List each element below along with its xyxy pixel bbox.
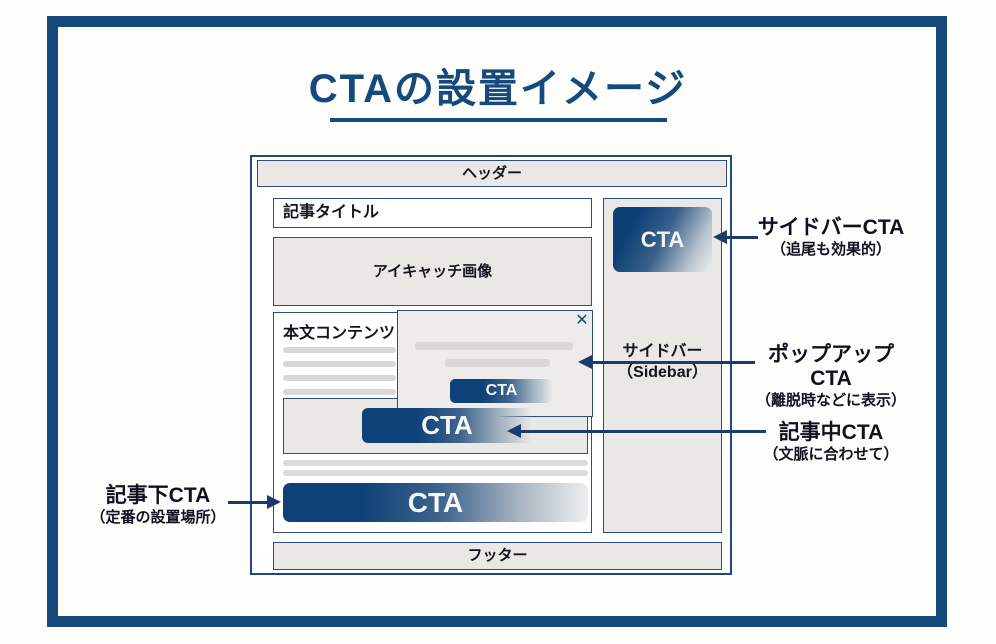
below-article-cta-button: CTA xyxy=(283,483,588,522)
below-article-cta-arrow-line xyxy=(228,501,268,504)
annotation-label: ポップアップCTA xyxy=(768,343,894,390)
sidebar-label: サイドバー （Sidebar） xyxy=(603,341,722,383)
annotation-sidebar-cta: サイドバーCTA （追尾も効果的） xyxy=(750,216,912,260)
sidebar-cta-arrow-line xyxy=(726,236,758,239)
annotation-note: （文脈に合わせて） xyxy=(763,446,899,463)
body-content-label: 本文コンテンツ xyxy=(283,325,396,342)
text-placeholder-line xyxy=(283,361,396,367)
outer-border-frame xyxy=(47,16,947,627)
in-article-cta-arrow-line xyxy=(520,430,766,433)
arrow-left-icon xyxy=(713,230,727,244)
text-placeholder-line xyxy=(283,347,396,353)
annotation-label: 記事下CTA xyxy=(105,484,211,507)
in-article-cta-button: CTA xyxy=(362,408,532,443)
arrow-left-icon xyxy=(507,424,521,438)
sidebar-label-en: （Sidebar） xyxy=(617,364,708,381)
annotation-label: サイドバーCTA xyxy=(757,216,905,239)
title-underline xyxy=(330,118,667,122)
text-placeholder-line xyxy=(283,470,588,476)
article-title-box: 記事タイトル xyxy=(273,198,592,228)
text-placeholder-line xyxy=(283,375,396,381)
sidebar-label-jp: サイドバー xyxy=(622,343,703,360)
annotation-note: （定番の設置場所） xyxy=(90,509,226,526)
diagram-title: CTAの設置イメージ xyxy=(308,67,688,111)
arrow-right-icon xyxy=(267,495,281,509)
annotation-label: 記事中CTA xyxy=(778,421,884,444)
popup-text-placeholder-line xyxy=(415,342,573,350)
annotation-note: （離脱時などに表示） xyxy=(755,392,906,409)
text-placeholder-line xyxy=(283,389,396,395)
popup-cta-arrow-line xyxy=(591,361,755,364)
annotation-note: （追尾も効果的） xyxy=(770,241,891,258)
sidebar-cta-button: CTA xyxy=(613,207,712,272)
annotation-in-article-cta: 記事中CTA （文脈に合わせて） xyxy=(752,421,910,465)
text-placeholder-line xyxy=(283,460,588,466)
popup-text-placeholder-line xyxy=(445,359,550,367)
annotation-popup-cta: ポップアップCTA （離脱時などに表示） xyxy=(750,343,912,411)
annotation-below-article-cta: 記事下CTA （定番の設置場所） xyxy=(82,484,234,528)
popup-cta-button: CTA xyxy=(450,379,553,403)
arrow-left-icon xyxy=(578,355,592,369)
header-box: ヘッダー xyxy=(257,160,727,187)
eyecatch-image-box: アイキャッチ画像 xyxy=(273,237,592,306)
close-icon: ✕ xyxy=(575,312,589,329)
footer-box: フッター xyxy=(273,542,722,570)
